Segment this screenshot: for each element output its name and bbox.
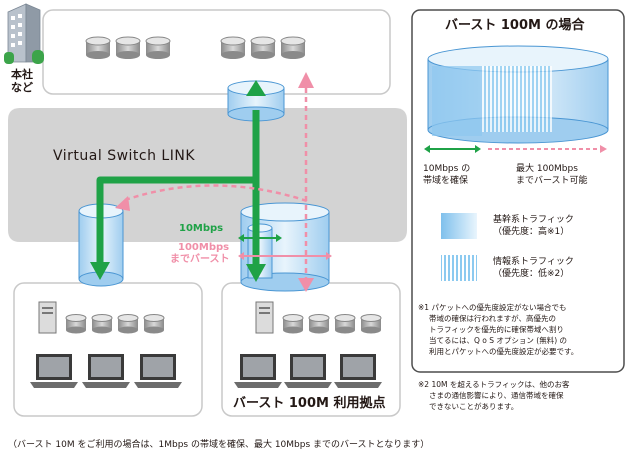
label-10mbps: 10Mbps (179, 223, 224, 234)
branch-label: バースト 100M 利用拠点 (233, 396, 386, 411)
legend-item-low-priority: 情報系トラフィック （優先度：低※2） (493, 256, 574, 280)
hq-label: 本社 など (8, 68, 36, 94)
legend-high-line1: 基幹系トラフィック (493, 215, 574, 225)
note-1-line: 利用とパケットへの優先度設定が必要です。 (429, 347, 579, 356)
laptop-icon (234, 354, 282, 388)
disk-icon (360, 314, 382, 334)
guaranteed-line1: 10Mbps の (423, 164, 471, 174)
disk-icon (308, 314, 330, 334)
max-burst-label: 最大 100Mbps までバースト可能 (516, 163, 588, 187)
bandwidth-10mbps-marker (238, 234, 282, 242)
branch-right-server-icon (255, 301, 274, 334)
note-1-line: ※1 パケットへの優先度設定がない場合でも (418, 303, 567, 312)
footer-note: （バースト 10M をご利用の場合は、1Mbps の帯域を確保、最大 10Mbp… (8, 440, 430, 450)
max-line1: 最大 100Mbps (516, 164, 578, 174)
max-line2: までバースト可能 (516, 176, 588, 186)
note-2-line: さまの通信影響により、通信帯域を確保 (429, 391, 564, 400)
note-1-line: 当てるには、Q o S オプション (無料) の (429, 336, 568, 345)
disk-icon (65, 314, 87, 334)
legend-low-line2: （優先度：低※2） (493, 269, 570, 279)
branch-left-laptops (30, 354, 182, 388)
note-1-line: 帯域の確保は行われますが、高優先の (429, 314, 556, 323)
disk-icon (115, 36, 141, 59)
hq-label-line2: など (11, 81, 33, 95)
pink-burst-arrow (115, 72, 314, 292)
label-burst: までバースト (170, 254, 230, 265)
note-1: ※1 パケットへの優先度設定がない場合でも 帯域の確保は行われますが、高優先の … (418, 302, 578, 357)
max-burst-arrow (488, 145, 607, 153)
branch-right-laptops (234, 354, 382, 388)
disk-icon (220, 36, 246, 59)
legend-swatch-high-priority (441, 213, 477, 239)
legend-item-high-priority: 基幹系トラフィック （優先度：高※1） (493, 214, 574, 238)
note-2-line: できないことがあります。 (429, 402, 519, 411)
disk-icon (145, 36, 171, 59)
legend-high-line2: （優先度：高※1） (493, 227, 570, 237)
legend-swatch-low-priority (441, 255, 477, 281)
note-1-line: トラフィックを優先的に確保帯域へ割り (429, 325, 564, 334)
hq-storage-group-2 (220, 36, 306, 59)
disk-icon (117, 314, 139, 334)
disk-icon (282, 314, 304, 334)
virtual-switch-label: Virtual Switch LINK (53, 148, 196, 164)
bandwidth-100mbps-marker (238, 252, 332, 260)
hq-storage-group-1 (85, 36, 171, 59)
disk-icon (91, 314, 113, 334)
virtual-switch-band (8, 108, 407, 242)
panel-title: バースト 100M の場合 (445, 18, 585, 33)
branch-right-storage (282, 314, 382, 334)
laptop-icon (30, 354, 78, 388)
hq-label-line1: 本社 (11, 68, 33, 81)
disk-icon (143, 314, 165, 334)
branch-left-storage (65, 314, 165, 334)
disk-icon (280, 36, 306, 59)
disk-icon (334, 314, 356, 334)
guaranteed-bandwidth-arrow (424, 145, 481, 153)
guaranteed-line2: 帯域を確保 (423, 176, 469, 186)
green-traffic-arrow (90, 80, 266, 282)
note-2-line: ※2 10M を超えるトラフィックは、他のお客 (418, 380, 570, 389)
guaranteed-bandwidth-label: 10Mbps の 帯域を確保 (423, 163, 470, 187)
note-2: ※2 10M を超えるトラフィックは、他のお客 さまの通信影響により、通信帯域を… (418, 379, 569, 412)
laptop-icon (284, 354, 332, 388)
disk-icon (250, 36, 276, 59)
building-icon (4, 3, 44, 64)
label-100mbps: 100Mbps (178, 242, 230, 253)
laptop-icon (134, 354, 182, 388)
branch-left-server-icon (38, 301, 57, 334)
disk-icon (85, 36, 111, 59)
laptop-icon (334, 354, 382, 388)
burst-cylinder-illustration (427, 45, 609, 144)
legend-low-line1: 情報系トラフィック (493, 257, 574, 267)
laptop-icon (82, 354, 130, 388)
